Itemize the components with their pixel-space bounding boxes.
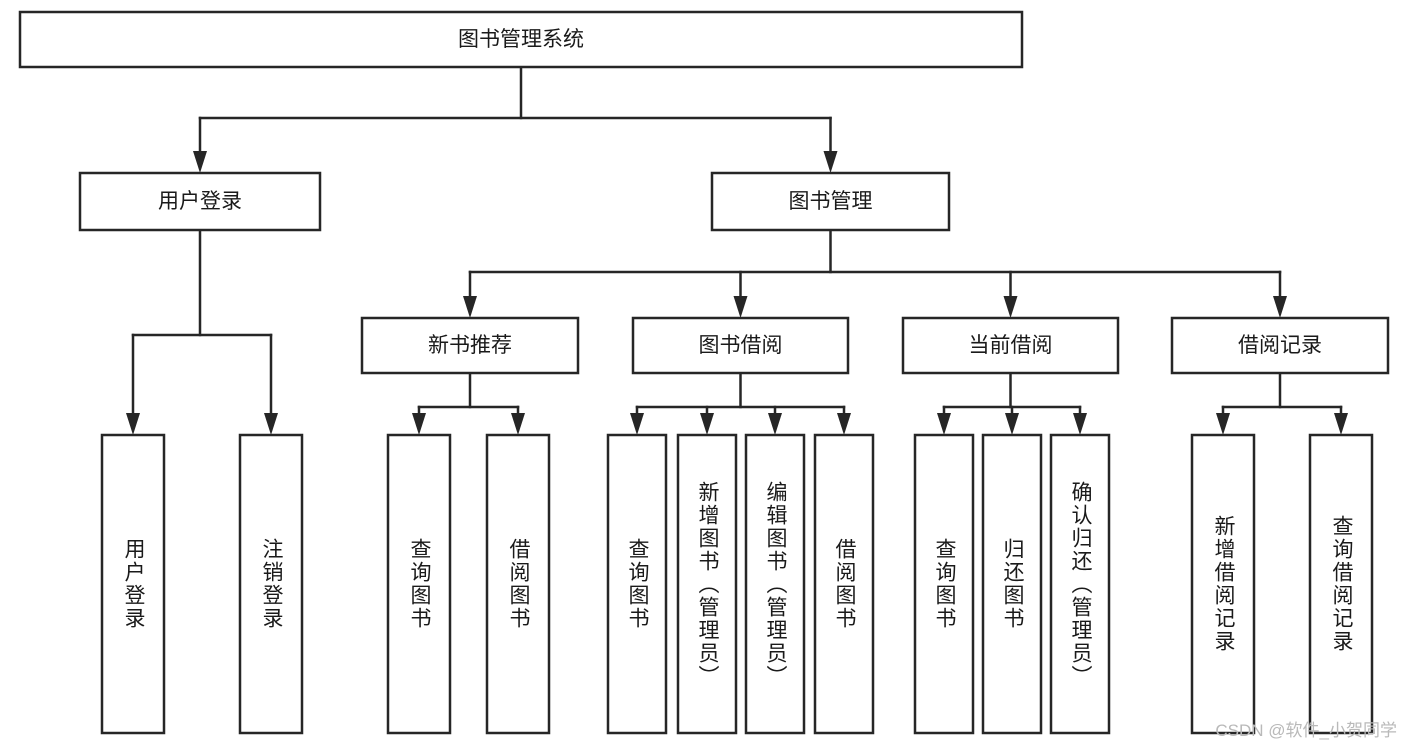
node-label-current-borrow: 当前借阅: [969, 334, 1053, 357]
csdn-watermark: CSDN @软件_小贺同学: [1215, 721, 1397, 740]
arrow-head-icon: [1003, 296, 1018, 318]
node-box-leaf-borrow-book-1[interactable]: [485, 433, 551, 735]
arrow-head-icon: [937, 413, 951, 435]
nodes-layer: [18, 10, 1390, 735]
arrow-head-icon: [264, 413, 278, 435]
node-box-borrow-record[interactable]: [1170, 316, 1390, 375]
node-box-leaf-add-book[interactable]: [676, 433, 738, 735]
arrow-head-icon: [768, 413, 782, 435]
node-box-user-login[interactable]: [78, 171, 322, 232]
node-box-leaf-edit-book[interactable]: [744, 433, 806, 735]
node-box-leaf-query-book-2[interactable]: [606, 433, 668, 735]
node-box-current-borrow[interactable]: [901, 316, 1120, 375]
arrow-head-icon: [1273, 296, 1287, 318]
arrow-head-icon: [1216, 413, 1230, 435]
node-label-new-book-rec: 新书推荐: [428, 334, 512, 357]
arrow-head-icon: [733, 296, 748, 318]
node-label-root: 图书管理系统: [458, 28, 584, 51]
node-box-leaf-user-login[interactable]: [100, 433, 166, 735]
node-box-leaf-user-logout[interactable]: [238, 433, 304, 735]
arrow-head-icon: [837, 413, 851, 435]
arrow-head-icon: [823, 151, 838, 173]
node-box-new-book-rec[interactable]: [360, 316, 580, 375]
node-box-leaf-return-book[interactable]: [981, 433, 1043, 735]
node-box-leaf-query-book-1[interactable]: [386, 433, 452, 735]
node-box-book-borrow[interactable]: [631, 316, 850, 375]
node-box-leaf-borrow-book-2[interactable]: [813, 433, 875, 735]
node-box-book-manage[interactable]: [710, 171, 951, 232]
arrow-head-icon: [700, 413, 714, 435]
arrow-head-icon: [1334, 413, 1348, 435]
arrow-head-icon: [126, 413, 140, 435]
node-label-user-login: 用户登录: [158, 190, 242, 213]
arrow-head-icon: [463, 296, 477, 318]
node-box-leaf-query-record[interactable]: [1308, 433, 1374, 735]
arrow-head-icon: [511, 413, 525, 435]
arrow-head-icon: [412, 413, 426, 435]
arrow-head-icon: [193, 151, 207, 173]
connectors-layer: [126, 65, 1348, 435]
node-box-leaf-query-book-3[interactable]: [913, 433, 975, 735]
node-box-root[interactable]: [18, 10, 1024, 69]
node-box-leaf-add-record[interactable]: [1190, 433, 1256, 735]
node-label-borrow-record: 借阅记录: [1238, 334, 1322, 357]
arrow-head-icon: [630, 413, 644, 435]
node-label-book-manage: 图书管理: [789, 190, 873, 213]
node-label-book-borrow: 图书借阅: [699, 334, 783, 357]
node-box-leaf-confirm-return[interactable]: [1049, 433, 1111, 735]
arrow-head-icon: [1073, 413, 1087, 435]
arrow-head-icon: [1005, 413, 1019, 435]
